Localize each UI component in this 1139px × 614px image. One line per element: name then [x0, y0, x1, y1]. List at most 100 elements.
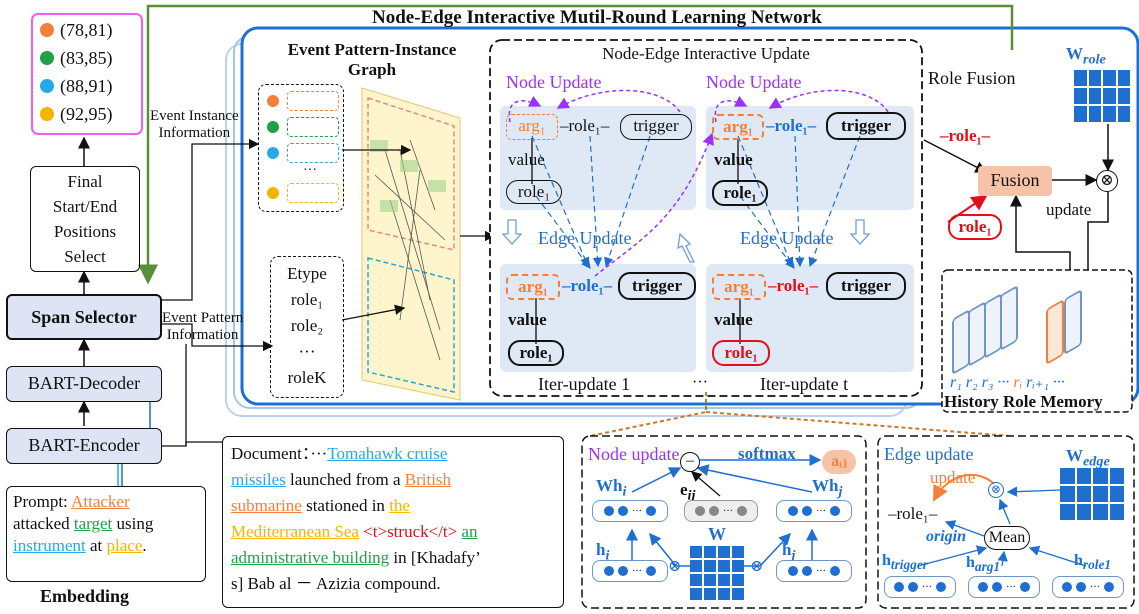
role-node: role₁ — [712, 180, 768, 206]
node-edge-update-title: Node-Edge Interactive Update — [602, 44, 810, 63]
doc-text: in [Khadafy’ — [389, 548, 481, 567]
trigger-node: trigger — [826, 112, 906, 140]
whj-label: Whj — [812, 476, 842, 500]
trigger-node: trigger — [826, 272, 906, 300]
final-select-line: Start/End — [52, 197, 118, 216]
doc-text: Document：··· — [231, 444, 328, 463]
vector-eij-icon: ··· — [684, 500, 758, 522]
doc-target: administrative building — [231, 548, 390, 567]
vector-ellipsis: ··· — [1090, 581, 1100, 593]
span-selector-box: Span Selector — [6, 294, 162, 340]
vector-element-dot — [646, 566, 656, 576]
vector-element-dot — [1020, 582, 1030, 592]
instance-token-icon — [287, 143, 339, 163]
w-matrix-icon — [690, 546, 744, 600]
prompt-text: Prompt: — [13, 492, 72, 511]
instance-dot-icon — [267, 187, 279, 199]
info-line: Information — [158, 125, 231, 141]
final-select-line: Positions — [53, 222, 117, 241]
attention-node: aᵢⱼ — [822, 450, 856, 474]
vector-hj-icon: ··· — [776, 560, 852, 582]
role-node: role₁ — [506, 180, 562, 204]
span-dot-icon — [40, 79, 54, 93]
hj-symbol: h — [782, 540, 792, 559]
instance-dot-icon — [267, 147, 279, 159]
multiply-icon: ⊗ — [1096, 170, 1118, 192]
doc-trigger: <t>struck</t> — [358, 522, 462, 541]
h-arg1-symbol: h — [966, 554, 975, 571]
eij-symbol: e — [680, 480, 688, 499]
prompt-text: using — [112, 514, 154, 533]
w-role-sub: role — [1083, 51, 1106, 68]
vector-element-dot — [604, 506, 614, 516]
span-dot-icon — [40, 107, 54, 121]
vector-element-dot — [1104, 582, 1114, 592]
etype-item: roleK — [287, 368, 327, 387]
h-trigger-symbol: h — [882, 552, 891, 569]
role-edge: –role₁– — [768, 276, 819, 295]
otimes-icon: ⊗ — [668, 558, 682, 575]
prompt-attacker: Attacker — [71, 492, 130, 511]
doc-attacker: British — [404, 470, 452, 489]
h-trigger-label: htrigger — [882, 552, 928, 573]
minus-icon: – — [680, 452, 700, 472]
vector-whi-icon: ··· — [592, 500, 668, 522]
whi-sub: i — [622, 483, 627, 500]
prompt-text: . — [142, 536, 147, 555]
doc-place: Mediterranean Sea — [231, 522, 359, 541]
iter-ellipsis: ··· — [692, 374, 708, 391]
hj-label: hj — [782, 540, 795, 564]
w-label: W — [708, 524, 726, 544]
graph-plane — [361, 87, 461, 401]
graph-title-line: Graph — [347, 60, 397, 79]
etype-item: Etype — [287, 264, 327, 283]
span-position-row: (78,81) — [40, 16, 140, 44]
vector-ellipsis: ··· — [632, 505, 642, 517]
vector-ellipsis: ··· — [922, 581, 932, 593]
vector-element-dot — [737, 506, 747, 516]
iter-update-t: Iter-update t — [760, 374, 849, 394]
info-line: Event Instance — [150, 108, 239, 124]
prompt-text: at — [85, 536, 107, 555]
vector-element-dot — [788, 506, 798, 516]
h-role1-label: hrole1 — [1074, 552, 1111, 573]
value-label: value — [714, 310, 753, 329]
w-edge-matrix-icon — [1060, 468, 1124, 520]
fusion-role-edge: –role₁– — [940, 126, 991, 145]
memory-label: rᵢ — [1013, 374, 1023, 391]
doc-attacker: submarine — [231, 496, 302, 515]
w-role-matrix-icon — [1074, 70, 1130, 122]
arg-node: arg₁ — [712, 274, 766, 300]
bart-decoder-box: BART-Decoder — [6, 366, 162, 402]
h-arg1-label: harg1 — [966, 554, 1000, 575]
value-label: value — [714, 150, 753, 169]
w-edge-label: Wedge — [1066, 446, 1110, 470]
event-instance-info: Event Instance Information — [150, 108, 239, 142]
doc-place: the — [389, 496, 410, 515]
role-node: role₁ — [508, 340, 564, 366]
prompt-box: Prompt: Attacker attacked target using i… — [6, 486, 206, 582]
edge-multiply-icon: ⊗ — [988, 482, 1004, 498]
vector-element-dot — [978, 582, 988, 592]
vector-ellipsis: ··· — [816, 565, 826, 577]
embedding-label: Embedding — [40, 586, 130, 606]
vector-element-dot — [830, 566, 840, 576]
edge-update-label: Edge Update — [538, 228, 632, 248]
graph-title: Event Pattern-Instance Graph — [262, 40, 482, 80]
span-positions-list: (78,81) (83,85) (88,91) (92,95) — [40, 16, 140, 128]
vector-element-dot — [695, 506, 705, 516]
span-dot-icon — [40, 51, 54, 65]
vector-h-role1-icon: ··· — [1052, 576, 1124, 598]
vector-element-dot — [604, 566, 614, 576]
event-pattern-info: Event Pattern Information — [162, 310, 243, 344]
memory-label: ··· — [1052, 374, 1065, 391]
trigger-node: trigger — [618, 272, 696, 300]
span-position-value: (83,85) — [60, 47, 113, 68]
role-fusion-label: Role Fusion — [928, 68, 1016, 88]
instance-token-icon — [287, 91, 339, 111]
h-arg1-sub: arg1 — [974, 559, 1001, 575]
span-position-value: (88,91) — [60, 75, 113, 96]
edge-update-action: update — [930, 468, 976, 487]
instance-token-icon — [287, 183, 339, 203]
graph-title-line: Event Pattern-Instance — [287, 40, 457, 59]
